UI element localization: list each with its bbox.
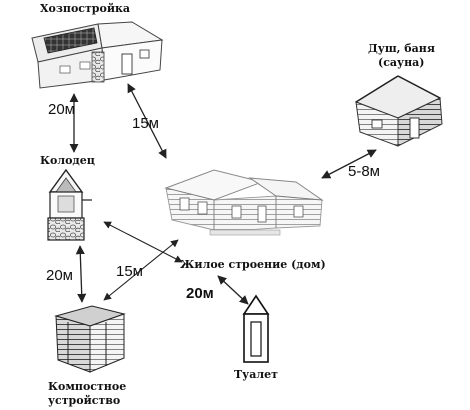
- distance-well-house-compost: 15м: [116, 263, 143, 280]
- toilet-icon: [242, 294, 270, 363]
- bath-label-line1: Душ, баня: [368, 42, 435, 55]
- arrow-bath-house: [321, 149, 377, 179]
- compost-label-line1: Компостное: [48, 380, 127, 393]
- compost-box-icon: [54, 305, 126, 373]
- arrow-house-compost: [103, 239, 179, 301]
- arrow-well-house: [103, 221, 183, 263]
- well-label: Колодец: [40, 154, 95, 167]
- distance-bath-house: 5-8м: [348, 163, 380, 180]
- bath-sauna-icon: [354, 75, 443, 147]
- outbuilding-icon: [31, 21, 164, 89]
- distance-well-compost: 20м: [46, 267, 73, 284]
- arrow-outbuilding-house: [127, 83, 167, 159]
- arrow-well-compost: [75, 245, 87, 303]
- outbuilding-label: Хозпостройка: [40, 2, 131, 15]
- arrow-house-toilet: [217, 275, 249, 305]
- distance-outbuilding-house: 15м: [132, 115, 159, 132]
- toilet-label: Туалет: [234, 368, 278, 381]
- well-icon: [47, 168, 92, 241]
- house-label: Жилое строение (дом): [180, 258, 326, 271]
- bath-label-line2: (сауна): [378, 56, 425, 69]
- compost-label-line2: устройство: [48, 394, 121, 407]
- house-icon: [164, 169, 324, 236]
- distance-outbuilding-well: 20м: [48, 101, 75, 118]
- distance-house-toilet: 20м: [186, 285, 214, 302]
